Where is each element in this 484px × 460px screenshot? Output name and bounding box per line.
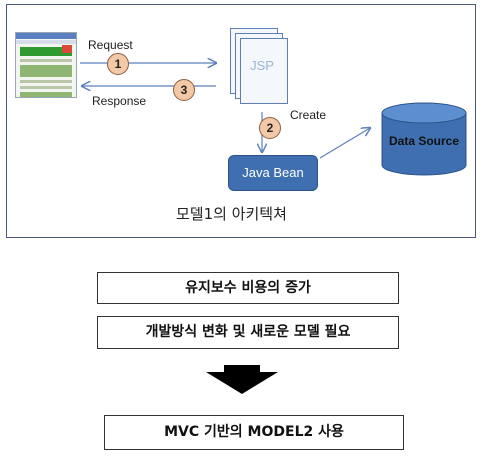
mvc-model2-box: MVC 기반의 MODEL2 사용 (104, 415, 404, 450)
maintenance-cost-box: 유지보수 비용의 증가 (97, 272, 399, 304)
jsp-page-front (240, 38, 288, 104)
step-3-badge: 3 (173, 79, 195, 101)
create-label: Create (290, 108, 327, 122)
big-down-arrow (206, 365, 278, 394)
step-2-badge: 2 (259, 117, 281, 139)
response-label: Response (92, 94, 147, 108)
browser-screenshot-image (15, 32, 77, 98)
javabean-box: Java Bean (228, 155, 318, 191)
step-1-badge: 1 (107, 53, 129, 75)
jsp-label: JSP (250, 58, 274, 73)
new-model-needed-box: 개발방식 변화 및 새로운 모델 필요 (97, 316, 399, 349)
request-label: Request (88, 38, 133, 52)
datasource-label: Data Source (388, 134, 460, 148)
datasource-cylinder (381, 102, 467, 176)
datasource-arrow (319, 128, 370, 159)
diagram-caption: 모델1의 아키텍쳐 (176, 205, 287, 223)
